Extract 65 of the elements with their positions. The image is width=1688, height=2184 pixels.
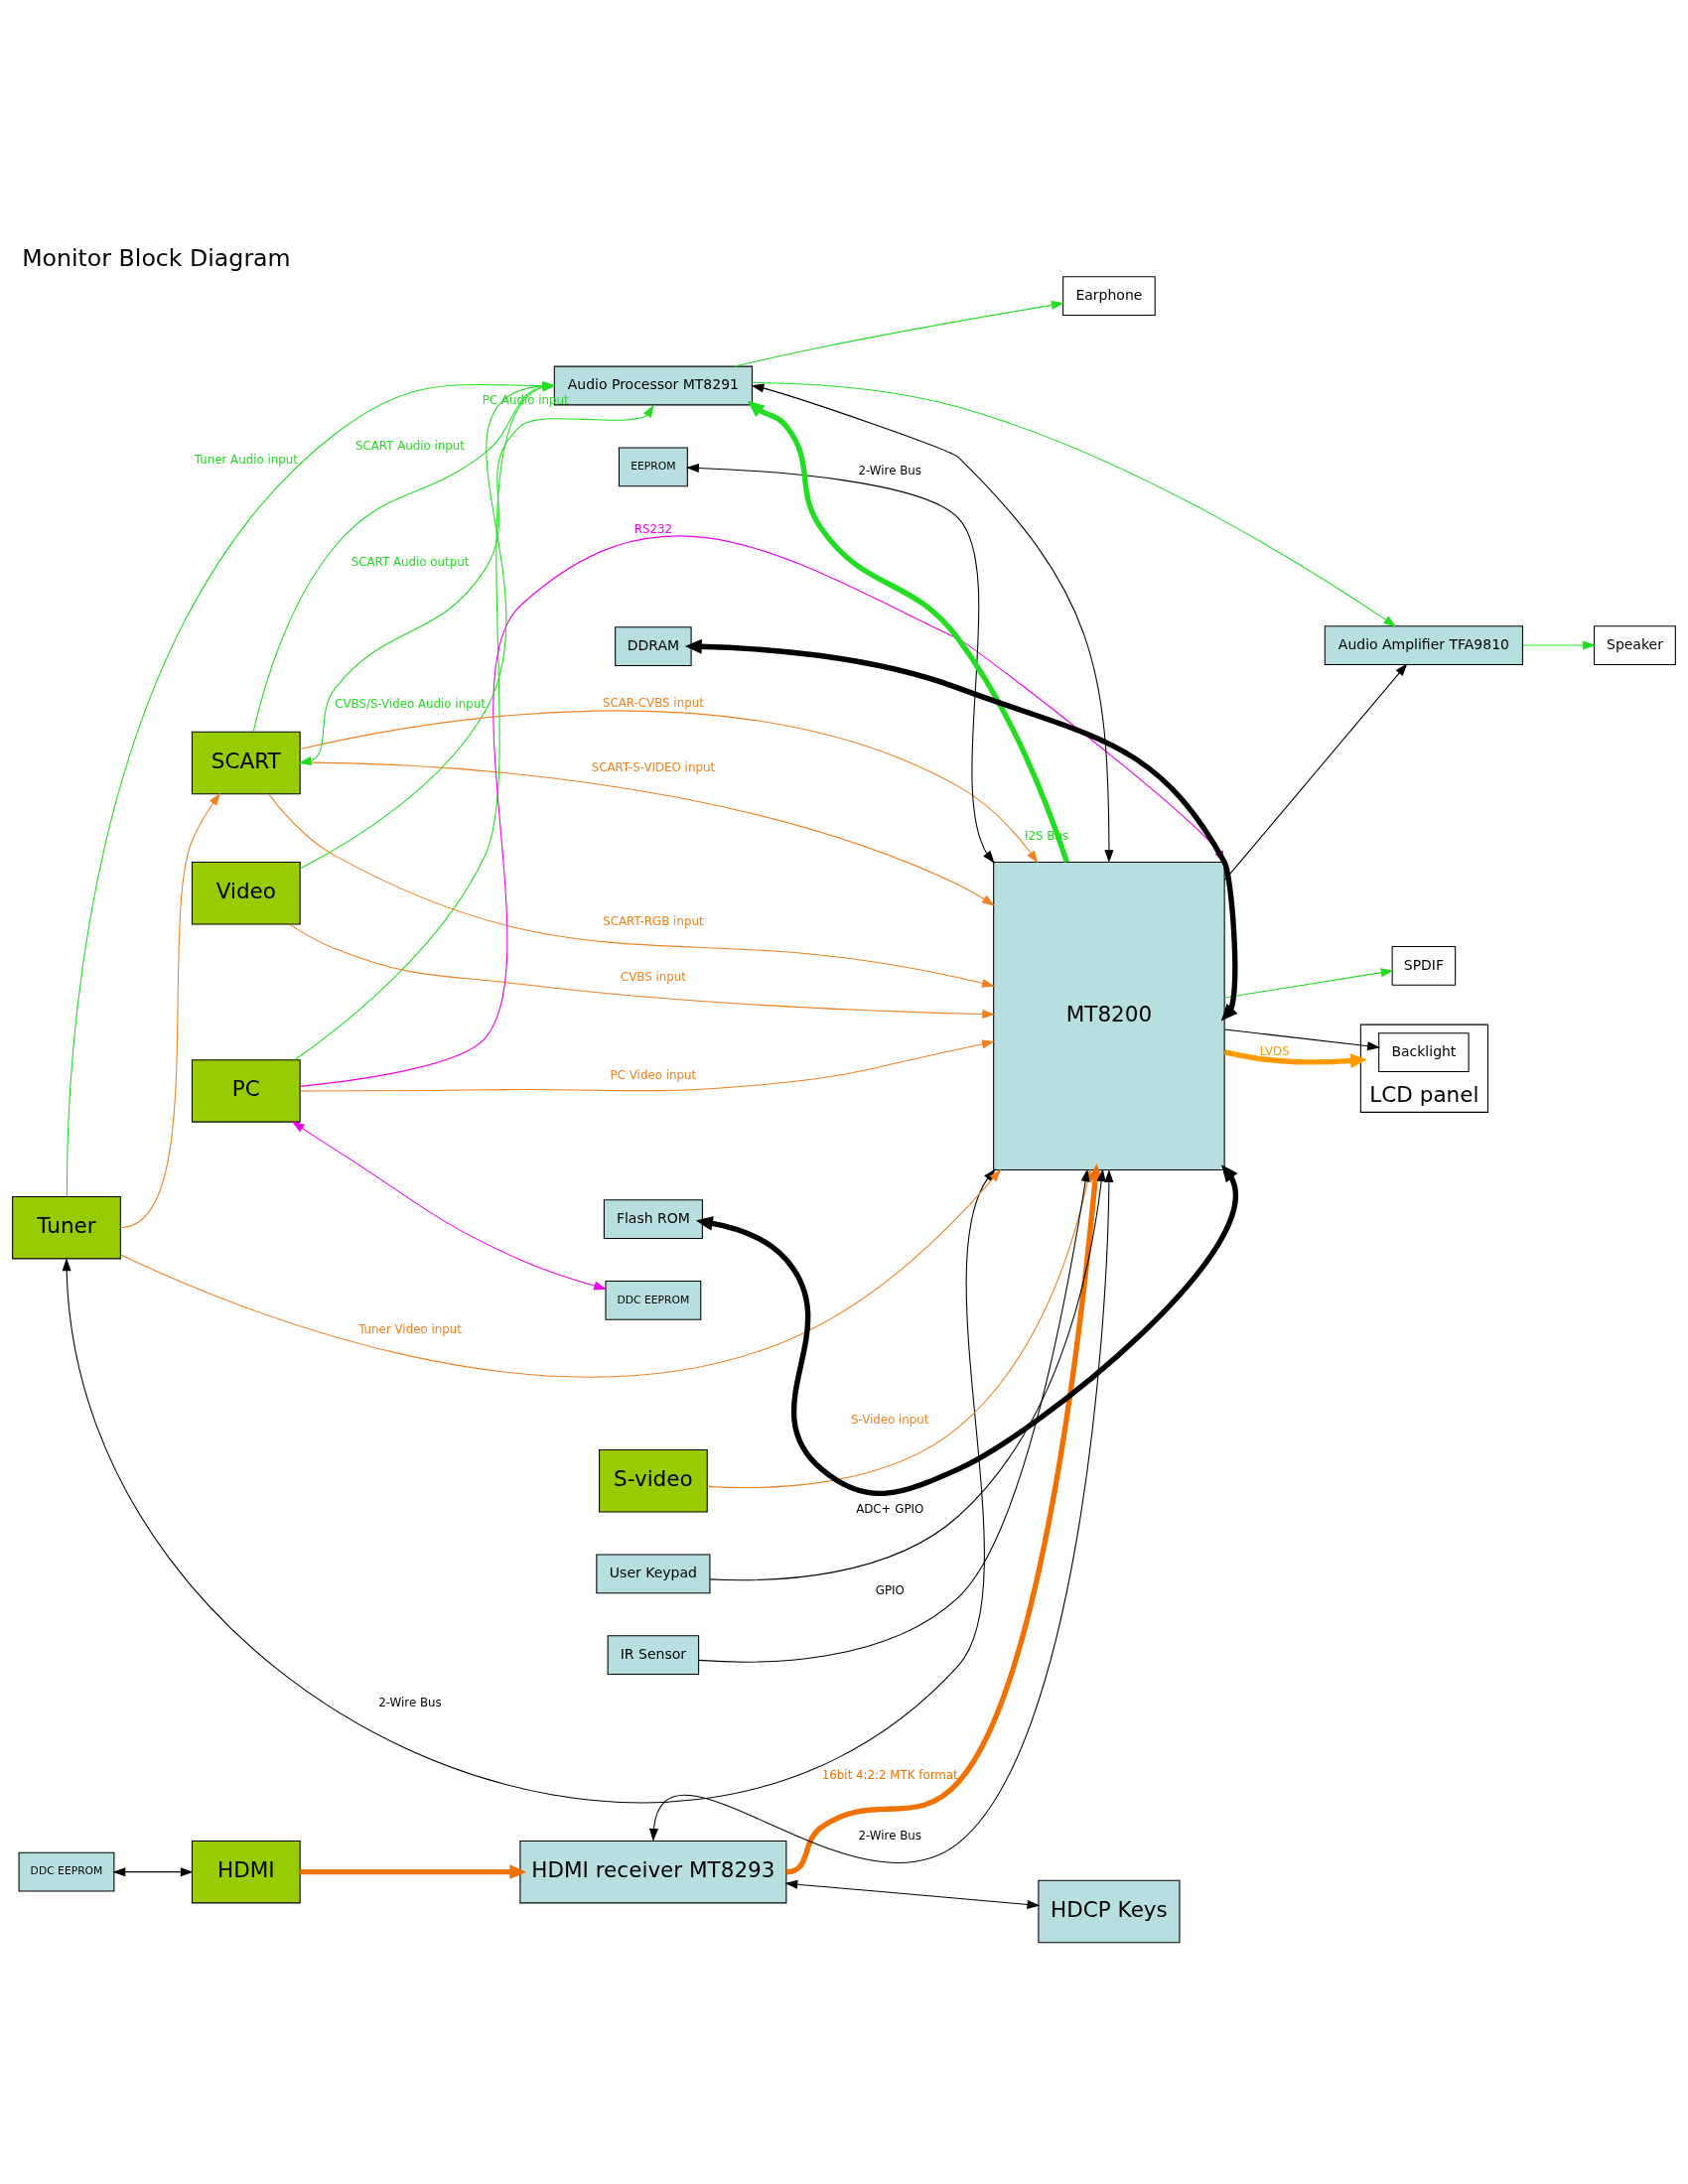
arrow — [684, 638, 1238, 1022]
arrow — [784, 1879, 1041, 1909]
edge-label: RS232 — [633, 521, 673, 536]
arrow — [1223, 1048, 1368, 1068]
node-box: Speaker — [1594, 624, 1676, 665]
node-box: SCART — [191, 731, 301, 794]
edge-label: Tuner Audio input — [194, 452, 298, 467]
node-box: DDRAM — [615, 625, 692, 666]
node-box: PC — [191, 1058, 301, 1123]
edge-label: LVDS — [1259, 1043, 1290, 1058]
arrow — [1223, 662, 1408, 881]
node-box: HDMI receiver MT8293 — [519, 1840, 787, 1903]
node-box: MT8200 — [993, 861, 1225, 1170]
arrow — [1223, 967, 1394, 999]
edge-label: SCART Audio output — [351, 554, 470, 569]
edge-label: PC Video input — [610, 1067, 697, 1082]
arrow — [1522, 640, 1597, 650]
node-box: EEPROM — [618, 446, 688, 486]
node-box: Audio Amplifier TFA9810 — [1324, 624, 1523, 665]
edge-label: GPIO — [875, 1582, 905, 1597]
node-box: Tuner — [12, 1195, 121, 1259]
edge-label: SCART-S-VIDEO input — [591, 759, 716, 774]
arrow — [785, 1162, 1103, 1874]
node-box: DDC EEPROM — [605, 1280, 702, 1320]
node-box: IR Sensor — [607, 1634, 700, 1675]
arrow — [752, 381, 1397, 626]
edge-label: CVBS/S-Video Audio input — [335, 696, 486, 711]
node-box: Flash ROM — [603, 1198, 703, 1239]
arrow — [119, 792, 220, 1228]
edge-label: SCART Audio input — [355, 438, 466, 453]
arrow — [695, 1163, 1238, 1496]
edge-label: S-Video input — [851, 1412, 929, 1427]
arrow — [298, 404, 654, 765]
edge-label: SCAR-CVBS input — [602, 695, 704, 710]
arrow — [747, 400, 1069, 863]
node-box: Earphone — [1062, 275, 1156, 316]
edge-label: CVBS input — [620, 969, 686, 984]
arrow — [751, 383, 1114, 863]
node-box: DDC EEPROM — [18, 1851, 115, 1892]
edge-label: ADC+ GPIO — [856, 1501, 924, 1516]
edge-label: SCART-RGB input — [603, 913, 704, 928]
node-box: Video — [191, 861, 301, 924]
edge-label: 2-Wire Bus — [378, 1695, 442, 1709]
edge-label: 2-Wire Bus — [858, 463, 922, 478]
arrow — [267, 792, 995, 988]
node-box: HDMI — [191, 1840, 301, 1903]
arrow — [112, 1866, 194, 1876]
node-box: HDCP Keys — [1038, 1879, 1181, 1943]
arrow — [300, 1863, 527, 1879]
arrow — [291, 1120, 608, 1291]
arrow — [288, 923, 996, 1019]
edge-label: 16bit 4:2:2 MTK format — [821, 1767, 958, 1782]
node-box: SPDIF — [1391, 945, 1457, 986]
arrow — [300, 1038, 995, 1091]
diagram-title: Monitor Block Diagram — [22, 243, 291, 272]
node-box: User Keypad — [596, 1553, 711, 1593]
node-box: S-video — [599, 1448, 708, 1512]
node-box: Backlight — [1378, 1031, 1470, 1072]
arrow — [685, 463, 995, 864]
arrow — [734, 300, 1064, 367]
arrow — [1223, 1027, 1381, 1050]
arrow — [299, 710, 1039, 864]
arrow — [299, 760, 995, 906]
edge-label: 2-Wire Bus — [858, 1828, 922, 1843]
edge-label: Tuner Video input — [358, 1321, 462, 1336]
